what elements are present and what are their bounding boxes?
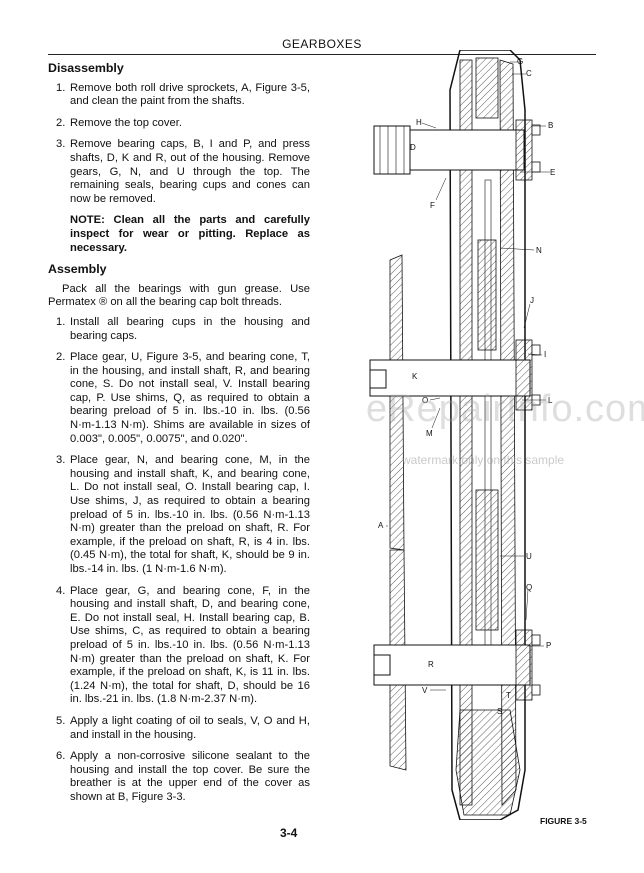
label-k: K (412, 372, 418, 381)
list-item: 4.Place gear, G, and bearing cone, F, in… (56, 584, 310, 706)
label-r: R (428, 660, 434, 669)
label-m: M (426, 429, 433, 438)
list-item: 2.Place gear, U, Figure 3-5, and bearing… (56, 351, 310, 445)
housing-right-wall (499, 59, 517, 807)
label-d: D (410, 143, 416, 152)
list-item: 3.Remove bearing caps, B, I and P, and p… (56, 138, 310, 205)
list-item: 1.Remove both roll drive sprockets, A, F… (56, 81, 310, 108)
gear-u (475, 489, 499, 631)
disassembly-heading: Disassembly (48, 61, 124, 75)
assembly-heading: Assembly (48, 262, 107, 277)
label-o: O (422, 396, 428, 405)
assembly-steps: 1.Install all bearing cups in the housin… (48, 316, 310, 805)
gear-g (475, 57, 499, 119)
label-b: B (548, 121, 553, 130)
gearbox-cross-section-figure: G C H B D E F N J I K O L M A U Q P R V … (369, 50, 555, 820)
shaft-k (369, 359, 531, 397)
label-f: F (430, 201, 435, 210)
watermark-brand: eRepairInfo.com (366, 388, 644, 430)
bearing-cap-b (515, 119, 533, 181)
housing-outline (449, 50, 526, 820)
header-rule (48, 54, 596, 55)
assembly-intro: Pack all the bearings with gun grease. U… (48, 282, 310, 309)
bearing-cap-i (515, 339, 533, 411)
shaft-r-nut (373, 654, 391, 676)
list-item: 5.Apply a light coating of oil to seals,… (56, 714, 310, 741)
label-j: J (530, 296, 534, 305)
disassembly-steps: 1.Remove both roll drive sprockets, A, F… (48, 82, 310, 207)
label-h: H (416, 118, 422, 127)
label-s: S (497, 707, 502, 716)
label-c: C (526, 69, 532, 78)
label-u: U (526, 552, 532, 561)
label-a: A (378, 521, 384, 530)
running-header: GEARBOXES (282, 37, 362, 51)
watermark-notice: watermark only on this sample (402, 453, 565, 467)
label-v: V (422, 686, 428, 695)
label-n: N (536, 246, 542, 255)
label-t: T (506, 691, 511, 700)
inspection-note: NOTE: Clean all the parts and carefully … (70, 214, 310, 254)
text-column: Disassembly 1.Remove both roll drive spr… (48, 61, 310, 813)
gear-n (477, 239, 497, 351)
label-g: G (517, 57, 523, 66)
label-l: L (548, 396, 553, 405)
label-e: E (550, 168, 555, 177)
label-q: Q (526, 583, 532, 592)
housing-left-wall (459, 59, 473, 806)
label-i: I (544, 350, 546, 359)
page-number: 3-4 (280, 826, 298, 840)
figure-caption: FIGURE 3-5 (540, 816, 587, 826)
label-p: P (546, 641, 551, 650)
shaft-r (373, 644, 531, 686)
list-item: 1.Install all bearing cups in the housin… (56, 315, 310, 342)
list-item: 2.Remove the top cover. (56, 116, 182, 129)
list-item: 6.Apply a non-corrosive silicone sealant… (56, 750, 310, 803)
shaft-k-nut (369, 369, 387, 389)
bearing-cap-p (515, 629, 533, 701)
list-item: 3.Place gear, N, and bearing cone, M, in… (56, 454, 310, 575)
shaft-d-spline (373, 125, 411, 175)
housing-foot (455, 709, 521, 816)
